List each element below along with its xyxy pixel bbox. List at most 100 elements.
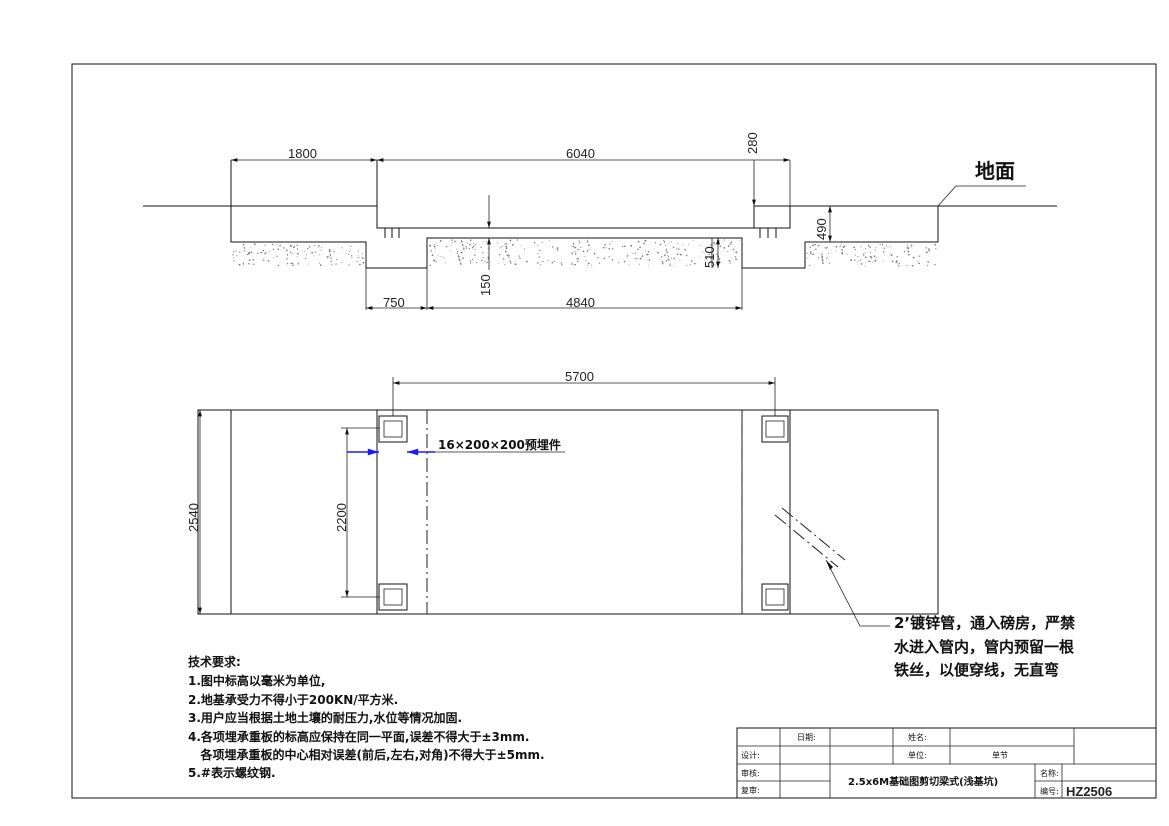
- soil-dot: [935, 248, 937, 250]
- soil-dot: [646, 259, 648, 261]
- soil-dot: [835, 250, 837, 252]
- soil-dot: [825, 247, 827, 249]
- soil-dot: [673, 265, 675, 267]
- soil-dot: [499, 247, 501, 249]
- soil-dot: [822, 260, 824, 262]
- soil-dot: [821, 257, 824, 259]
- soil-dot: [806, 252, 808, 254]
- soil-dot: [663, 241, 665, 244]
- soil-dot: [882, 251, 885, 253]
- soil-dot: [328, 250, 331, 253]
- soil-dot: [889, 253, 891, 255]
- soil-dot: [840, 245, 842, 247]
- soil-dot: [315, 251, 317, 253]
- soil-dot: [243, 246, 245, 249]
- soil-dot: [318, 245, 320, 247]
- soil-dot: [883, 247, 885, 249]
- tech-item-5: 5.#表示螺纹钢.: [188, 765, 276, 780]
- soil-dot: [875, 257, 877, 258]
- soil-dot: [506, 254, 509, 257]
- soil-dot: [519, 257, 521, 259]
- soil-dot: [439, 256, 441, 258]
- soil-dot: [659, 243, 662, 246]
- soil-dot: [277, 248, 279, 250]
- soil-dot: [918, 262, 920, 265]
- soil-dot: [677, 243, 679, 244]
- soil-dot: [669, 259, 670, 261]
- soil-dot: [308, 246, 311, 248]
- soil-dot: [574, 246, 577, 249]
- soil-dot: [333, 251, 335, 253]
- soil-dot: [351, 256, 353, 258]
- soil-dot: [664, 244, 667, 246]
- soil-dot: [735, 251, 738, 254]
- soil-dot: [739, 239, 741, 241]
- soil-dot: [292, 264, 294, 267]
- soil-dot: [868, 260, 870, 262]
- soil-dot: [835, 245, 838, 248]
- tb-drawing-title: 2.5x6M基础图剪切梁式(浅基坑): [848, 775, 998, 788]
- soil-dot: [359, 263, 361, 266]
- soil-dot: [713, 242, 715, 244]
- soil-dot: [496, 242, 499, 244]
- soil-dot: [538, 256, 540, 258]
- soil-dot: [867, 244, 870, 247]
- soil-dot: [257, 252, 259, 254]
- soil-dot: [668, 256, 669, 257]
- soil-dot: [807, 257, 809, 259]
- soil-dot: [578, 239, 580, 241]
- soil-dot: [730, 241, 733, 244]
- soil-dot: [906, 246, 909, 249]
- soil-dot: [253, 263, 255, 265]
- soil-dot: [541, 241, 543, 243]
- soil-dot: [589, 249, 591, 250]
- soil-dot: [509, 239, 512, 242]
- dim-750: 750: [383, 295, 405, 310]
- soil-dot: [587, 241, 589, 243]
- soil-dot: [236, 255, 238, 257]
- soil-dot: [871, 257, 873, 259]
- soil-dot: [468, 247, 471, 250]
- soil-dot: [637, 240, 640, 243]
- soil-dot: [318, 262, 321, 264]
- soil-dot: [452, 242, 454, 244]
- soil-dot: [643, 242, 645, 245]
- soil-dot: [812, 244, 814, 247]
- soil-dot: [297, 252, 299, 255]
- soil-dot: [890, 254, 893, 257]
- soil-dot: [233, 257, 234, 259]
- soil-dot: [632, 253, 634, 254]
- soil-dot: [439, 240, 442, 242]
- soil-dot: [475, 244, 476, 246]
- soil-dot: [630, 244, 632, 247]
- soil-dot: [644, 240, 646, 242]
- soil-dot: [435, 261, 437, 263]
- soil-dot: [729, 243, 731, 245]
- soil-dot: [889, 245, 891, 247]
- soil-dot: [864, 256, 867, 259]
- soil-dot: [329, 253, 331, 255]
- soil-dot: [646, 253, 648, 256]
- tb-review-label: 审核:: [741, 768, 760, 778]
- soil-dot: [571, 262, 573, 263]
- soil-dot: [520, 244, 522, 246]
- tech-requirements: 技术要求: 1.图中标高以毫米为单位, 2.地基承受力不得小于200KN/平方米…: [188, 654, 545, 780]
- soil-dot: [730, 261, 731, 263]
- soil-dot: [667, 254, 669, 256]
- soil-dot: [272, 248, 275, 250]
- soil-dot: [609, 243, 611, 245]
- soil-dot: [710, 260, 712, 262]
- soil-dot: [667, 256, 669, 258]
- soil-dot: [264, 253, 266, 255]
- soil-dot: [718, 256, 720, 258]
- soil-dot: [272, 243, 274, 246]
- soil-dot: [460, 240, 463, 243]
- soil-dot: [841, 251, 843, 253]
- soil-dot: [514, 263, 517, 266]
- soil-dot: [574, 264, 576, 266]
- soil-dot: [330, 257, 332, 259]
- soil-dot: [356, 256, 358, 258]
- soil-dot: [292, 262, 294, 264]
- soil-dot: [461, 239, 462, 241]
- soil-dot: [708, 253, 710, 256]
